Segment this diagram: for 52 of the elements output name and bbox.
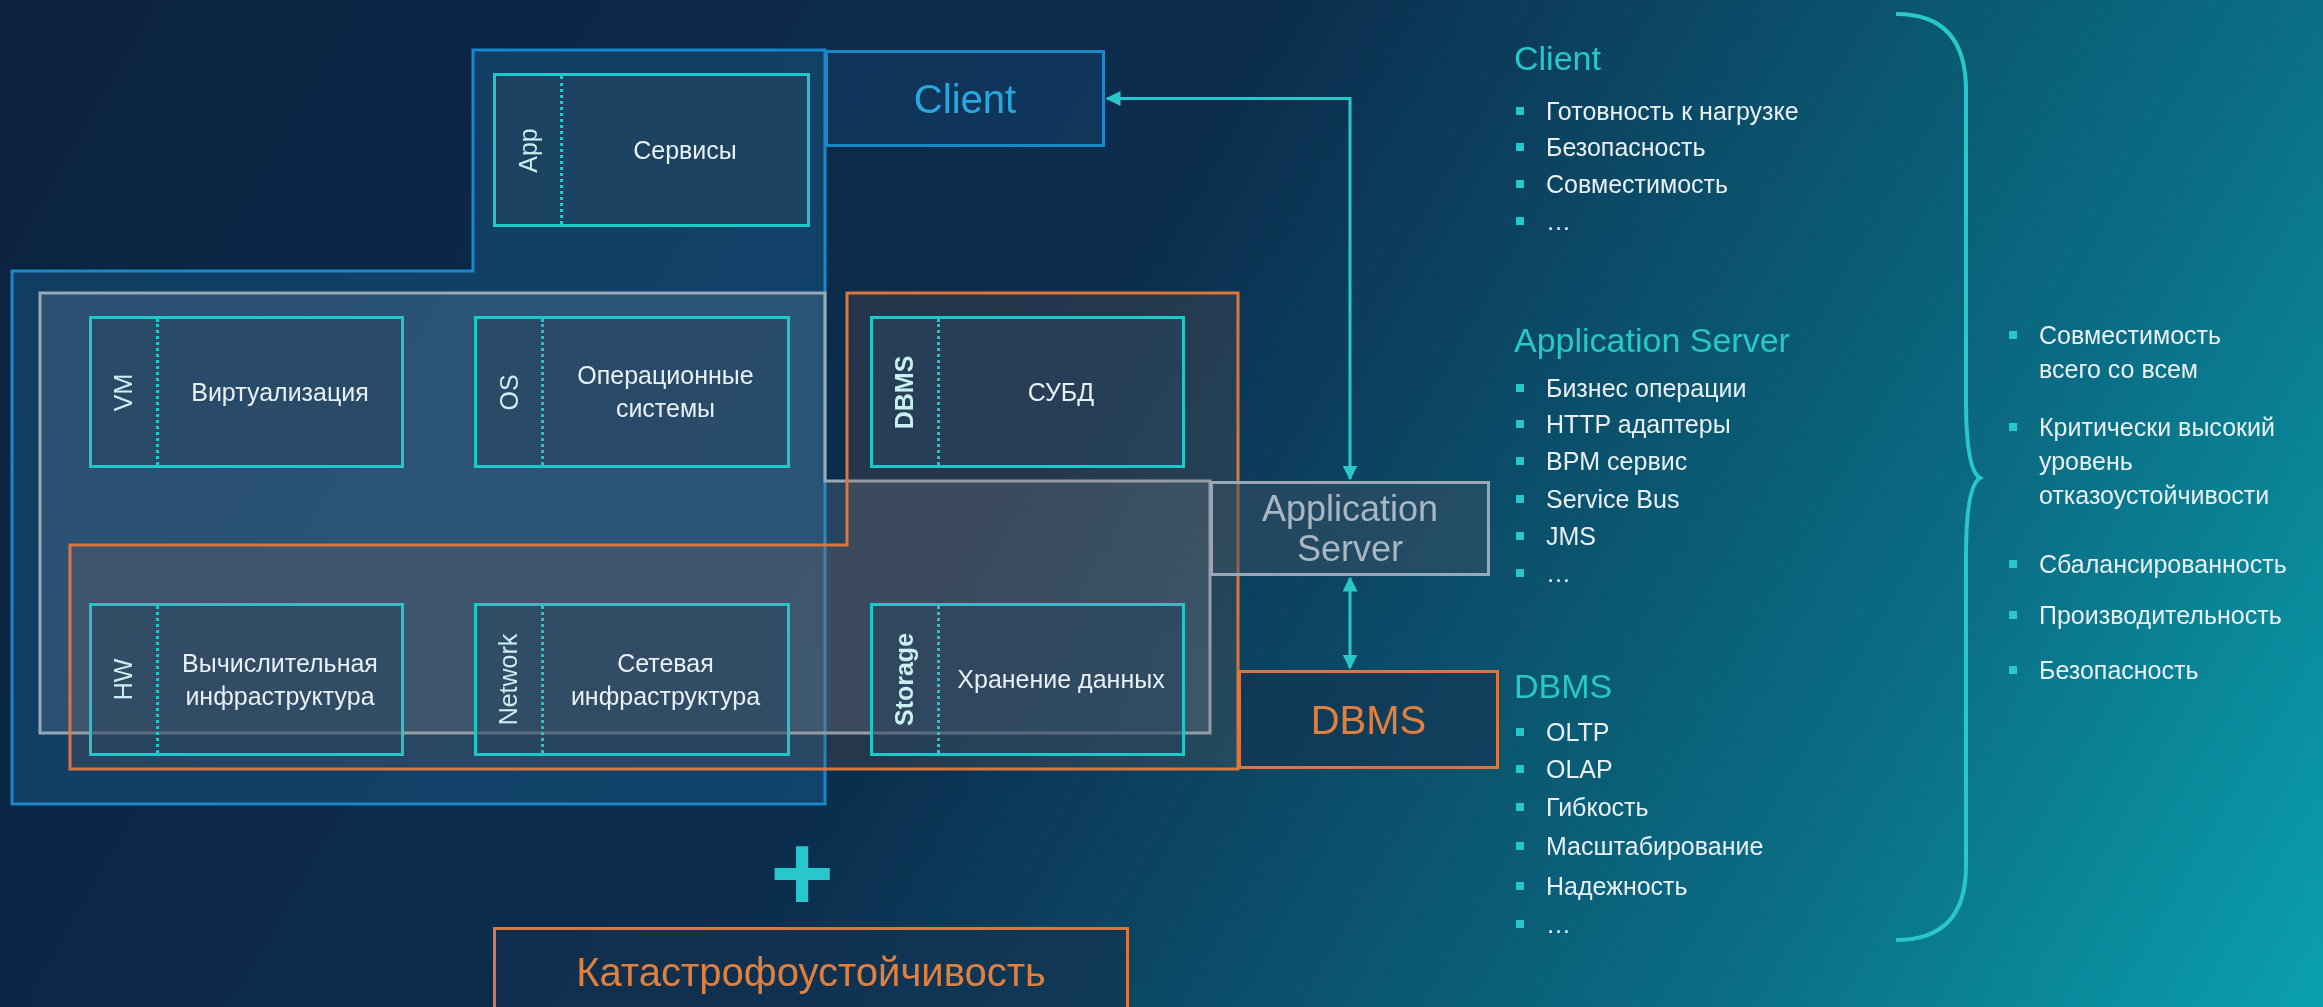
tier-box: Client (825, 50, 1105, 147)
tier-box: DBMS (1238, 670, 1499, 769)
list-item: Готовность к нагрузке (1514, 94, 1799, 128)
box-tag: HW (109, 658, 139, 701)
box-tag: Network (494, 633, 524, 726)
component-box (89, 603, 404, 756)
component-box (89, 316, 404, 468)
list-item: JMS (1514, 519, 1596, 553)
box-tag: OS (494, 373, 524, 411)
list-item: Безопасность (1514, 130, 1706, 164)
list-item: Критически высокий уровень отказоустойчивости (2007, 410, 2284, 512)
box-label: СУБД (1027, 376, 1095, 408)
list-item: Надежность (1514, 869, 1688, 903)
list-item: Безопасность (2007, 653, 2284, 687)
arrow (1342, 576, 1358, 670)
tier-box: Катастрофоустойчивость (493, 927, 1129, 1007)
list-item: … (1514, 204, 1571, 238)
component-box (474, 316, 790, 468)
arrow (1105, 91, 1358, 481)
component-box (474, 603, 790, 756)
box-label: Операционные системы (576, 360, 755, 424)
box-tag: App (513, 127, 543, 173)
list-item: HTTP адаптеры (1514, 407, 1731, 441)
list-item: BPM сервис (1514, 444, 1688, 478)
list-item: Производительность (2007, 598, 2284, 632)
section-heading: Application Server (1514, 320, 1790, 360)
plus-sign: + (770, 818, 835, 928)
list-item: Service Bus (1514, 482, 1680, 516)
section-heading: DBMS (1514, 666, 1613, 706)
list-item: OLTP (1514, 715, 1610, 749)
list-item: Масштабирование (1514, 829, 1764, 863)
box-label: Сетевая инфраструктура (569, 647, 762, 712)
list-item: Бизнес операции (1514, 371, 1747, 405)
list-item: Совместимость всего со всем (2007, 318, 2284, 386)
box-label: Хранение данных (957, 664, 1165, 695)
box-tag: Storage (890, 632, 920, 727)
box-label: Сервисы (633, 134, 737, 166)
box-tag: VM (109, 373, 139, 411)
list-item: Гибкость (1514, 790, 1649, 824)
list-item: OLAP (1514, 752, 1613, 786)
list-item: Сбалансированность (2007, 547, 2284, 581)
box-tag: DBMS (890, 355, 920, 429)
list-item: … (1514, 907, 1571, 941)
section-heading: Client (1514, 38, 1601, 78)
tier-box: Application Server (1210, 481, 1490, 576)
component-box (870, 316, 1185, 468)
list-item: … (1514, 556, 1571, 590)
list-item: Совместимость (1514, 167, 1729, 201)
component-box (870, 603, 1185, 756)
component-box (493, 73, 810, 227)
box-label: Виртуализация (191, 376, 369, 408)
box-label: Вычислительная инфраструктура (181, 647, 379, 712)
